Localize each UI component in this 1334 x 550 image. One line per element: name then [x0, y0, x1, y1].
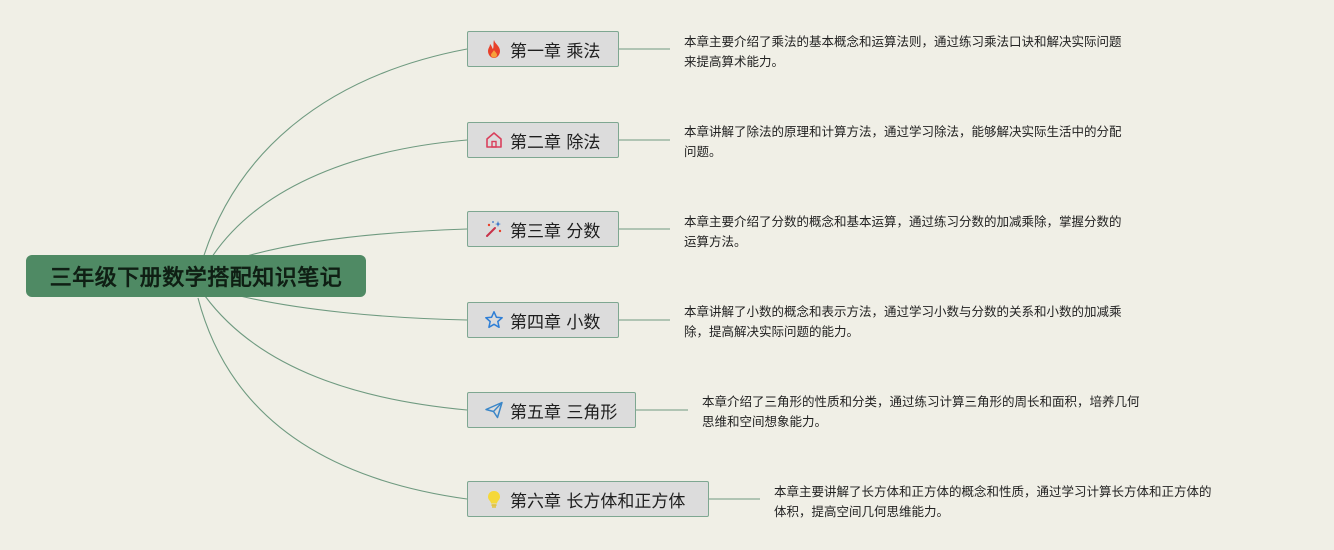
- note-line: 本章主要介绍了乘法的基本概念和运算法则，通过练习乘法口诀和解决实际问题: [684, 34, 1122, 49]
- topic-label: 第三章 分数: [510, 221, 601, 242]
- note-line: 体积，提高空间几何思维能力。: [774, 504, 950, 519]
- lightbulb-icon: [484, 489, 504, 509]
- note-line: 本章讲解了小数的概念和表示方法，通过学习小数与分数的关系和小数的加减乘: [684, 304, 1122, 319]
- note-line: 本章主要介绍了分数的概念和基本运算，通过练习分数的加减乘除，掌握分数的: [684, 214, 1122, 229]
- central-topic[interactable]: 三年级下册数学搭配知识笔记: [26, 255, 366, 297]
- house-icon: [484, 130, 504, 150]
- topic-label: 第六章 长方体和正方体: [510, 491, 686, 512]
- fire-icon: [484, 39, 504, 59]
- note-line: 除，提高解决实际问题的能力。: [684, 324, 860, 339]
- note-chapter-6: 本章主要讲解了长方体和正方体的概念和性质，通过学习计算长方体和正方体的 体积，提…: [774, 482, 1294, 522]
- note-chapter-1: 本章主要介绍了乘法的基本概念和运算法则，通过练习乘法口诀和解决实际问题 来提高算…: [684, 32, 1204, 72]
- topic-chapter-1[interactable]: 第一章 乘法: [467, 31, 619, 67]
- connector-root-ch5: [204, 295, 468, 411]
- connector-root-ch3: [239, 228, 468, 259]
- note-line: 来提高算术能力。: [684, 54, 785, 69]
- topic-chapter-3[interactable]: 第三章 分数: [467, 211, 619, 247]
- note-chapter-3: 本章主要介绍了分数的概念和基本运算，通过练习分数的加减乘除，掌握分数的 运算方法…: [684, 212, 1204, 252]
- note-line: 运算方法。: [684, 234, 747, 249]
- note-chapter-4: 本章讲解了小数的概念和表示方法，通过学习小数与分数的关系和小数的加减乘 除，提高…: [684, 302, 1204, 342]
- note-chapter-2: 本章讲解了除法的原理和计算方法，通过学习除法，能够解决实际生活中的分配 问题。: [684, 122, 1204, 162]
- connector-root-ch2: [204, 139, 468, 269]
- connector-root-ch6: [197, 297, 468, 500]
- topic-label: 第五章 三角形: [510, 402, 618, 423]
- star-icon: [484, 310, 504, 330]
- note-line: 问题。: [684, 144, 722, 159]
- topic-label: 第四章 小数: [510, 312, 601, 333]
- connector-root-ch4: [239, 295, 468, 321]
- topic-label: 第二章 除法: [510, 132, 601, 153]
- note-chapter-5: 本章介绍了三角形的性质和分类，通过练习计算三角形的周长和面积，培养几何 思维和空…: [702, 392, 1222, 432]
- note-line: 本章介绍了三角形的性质和分类，通过练习计算三角形的周长和面积，培养几何: [702, 394, 1140, 409]
- paper-plane-icon: [484, 400, 504, 420]
- note-line: 本章主要讲解了长方体和正方体的概念和性质，通过学习计算长方体和正方体的: [774, 484, 1212, 499]
- note-line: 本章讲解了除法的原理和计算方法，通过学习除法，能够解决实际生活中的分配: [684, 124, 1122, 139]
- topic-chapter-4[interactable]: 第四章 小数: [467, 302, 619, 338]
- connector-root-ch1: [197, 48, 468, 277]
- topic-chapter-6[interactable]: 第六章 长方体和正方体: [467, 481, 709, 517]
- magic-wand-icon: [484, 219, 504, 239]
- topic-label: 第一章 乘法: [510, 41, 601, 62]
- note-line: 思维和空间想象能力。: [702, 414, 828, 429]
- topic-chapter-2[interactable]: 第二章 除法: [467, 122, 619, 158]
- topic-chapter-5[interactable]: 第五章 三角形: [467, 392, 636, 428]
